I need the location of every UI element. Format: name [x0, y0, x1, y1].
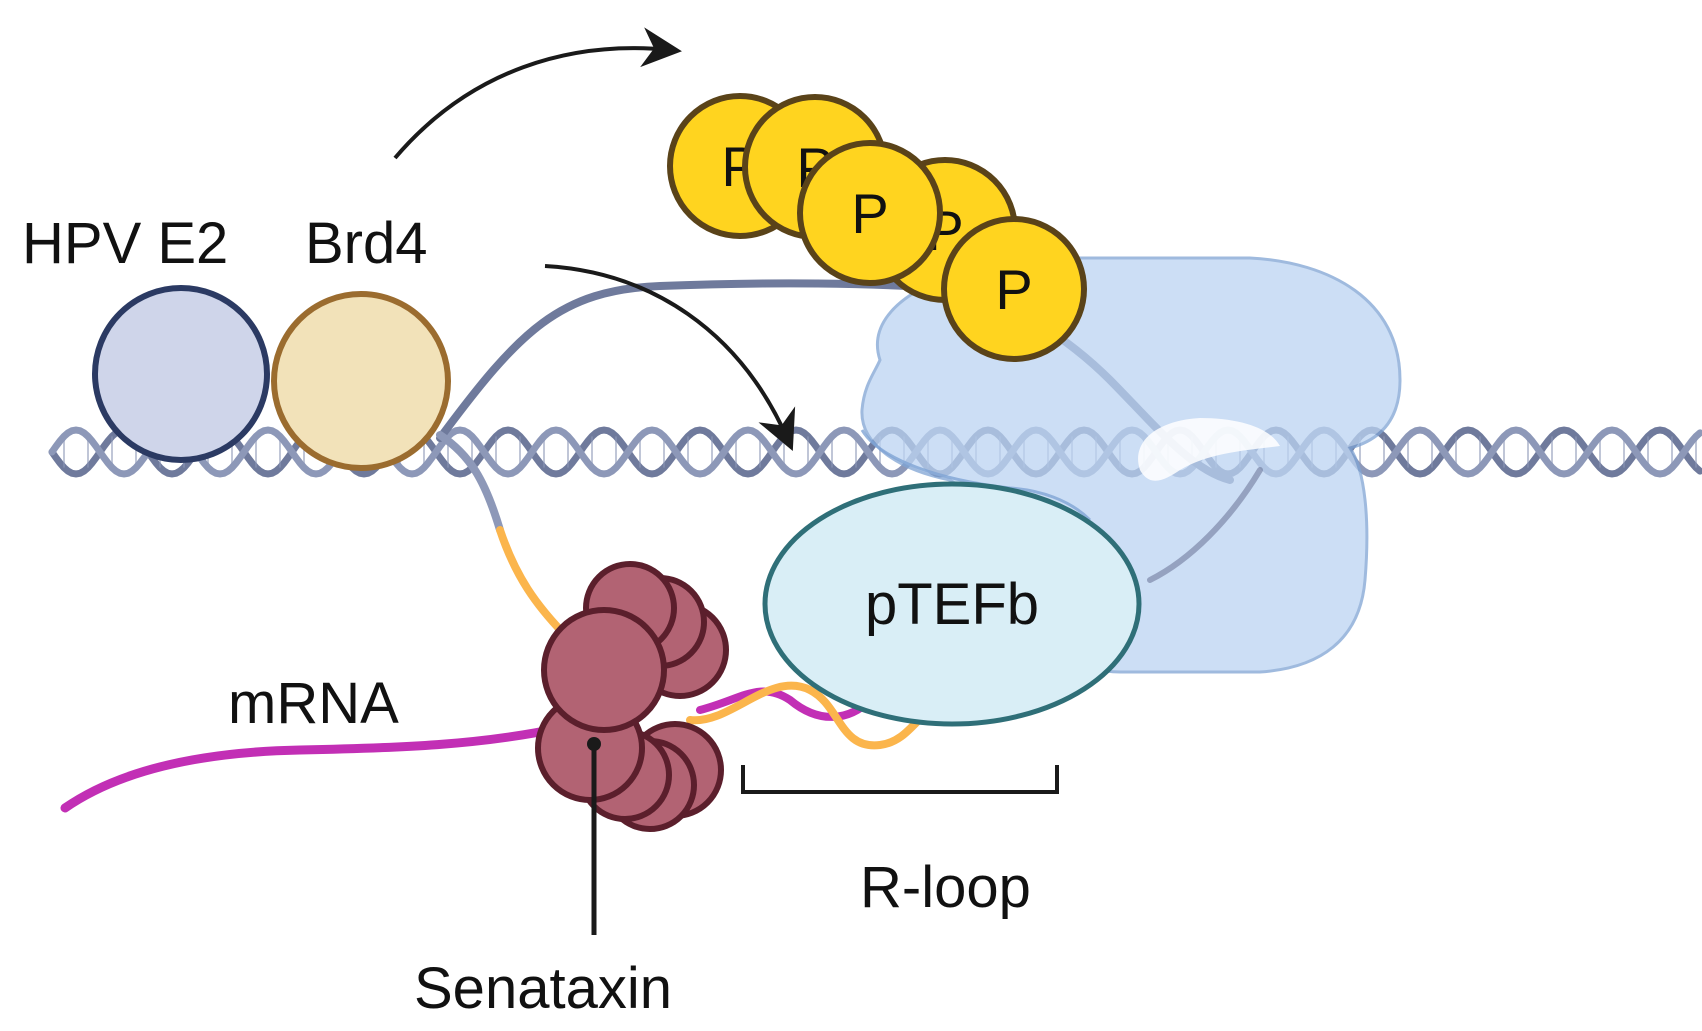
senataxin-protein	[535, 561, 729, 832]
mrna-label: mRNA	[228, 671, 399, 736]
brd4-protein	[271, 291, 451, 471]
phosphate-group: P	[797, 140, 943, 286]
mrna-strand	[60, 723, 565, 813]
phosphate-label: P	[851, 182, 888, 245]
ptefb-complex	[762, 481, 1142, 727]
phosphate-chain: PPPPP	[667, 93, 1087, 362]
brd4-lower-tail	[436, 431, 504, 534]
ptefb-label: pTEFb	[865, 572, 1039, 637]
polymerase-cleft	[1138, 418, 1280, 481]
polymerase-inner-tail	[1147, 467, 1263, 583]
arrow-to-polymerase	[544, 264, 796, 451]
phosphate-label: P	[995, 258, 1032, 321]
hpv-e2-protein	[92, 285, 270, 463]
senataxin-label: Senataxin	[414, 956, 672, 1021]
brd4-label: Brd4	[305, 211, 428, 276]
rna-polymerase	[860, 256, 1402, 674]
phosphate-circle	[941, 216, 1087, 362]
polymerase-body	[860, 256, 1402, 674]
phosphate-circle	[797, 140, 943, 286]
hpv-e2-label: HPV E2	[22, 211, 228, 276]
r-loop-bracket	[741, 765, 1059, 794]
dna-strand-b	[48, 426, 1702, 478]
phosphate-group: P	[941, 216, 1087, 362]
nascent-rna-tail	[496, 526, 574, 644]
r-loop-label: R-loop	[860, 855, 1031, 920]
senataxin-subunit	[541, 607, 667, 733]
senataxin-pointer-dot	[587, 737, 601, 751]
r-loop-nascent-rna	[686, 681, 939, 750]
arrow-brd4-to-phosphates	[393, 27, 682, 160]
